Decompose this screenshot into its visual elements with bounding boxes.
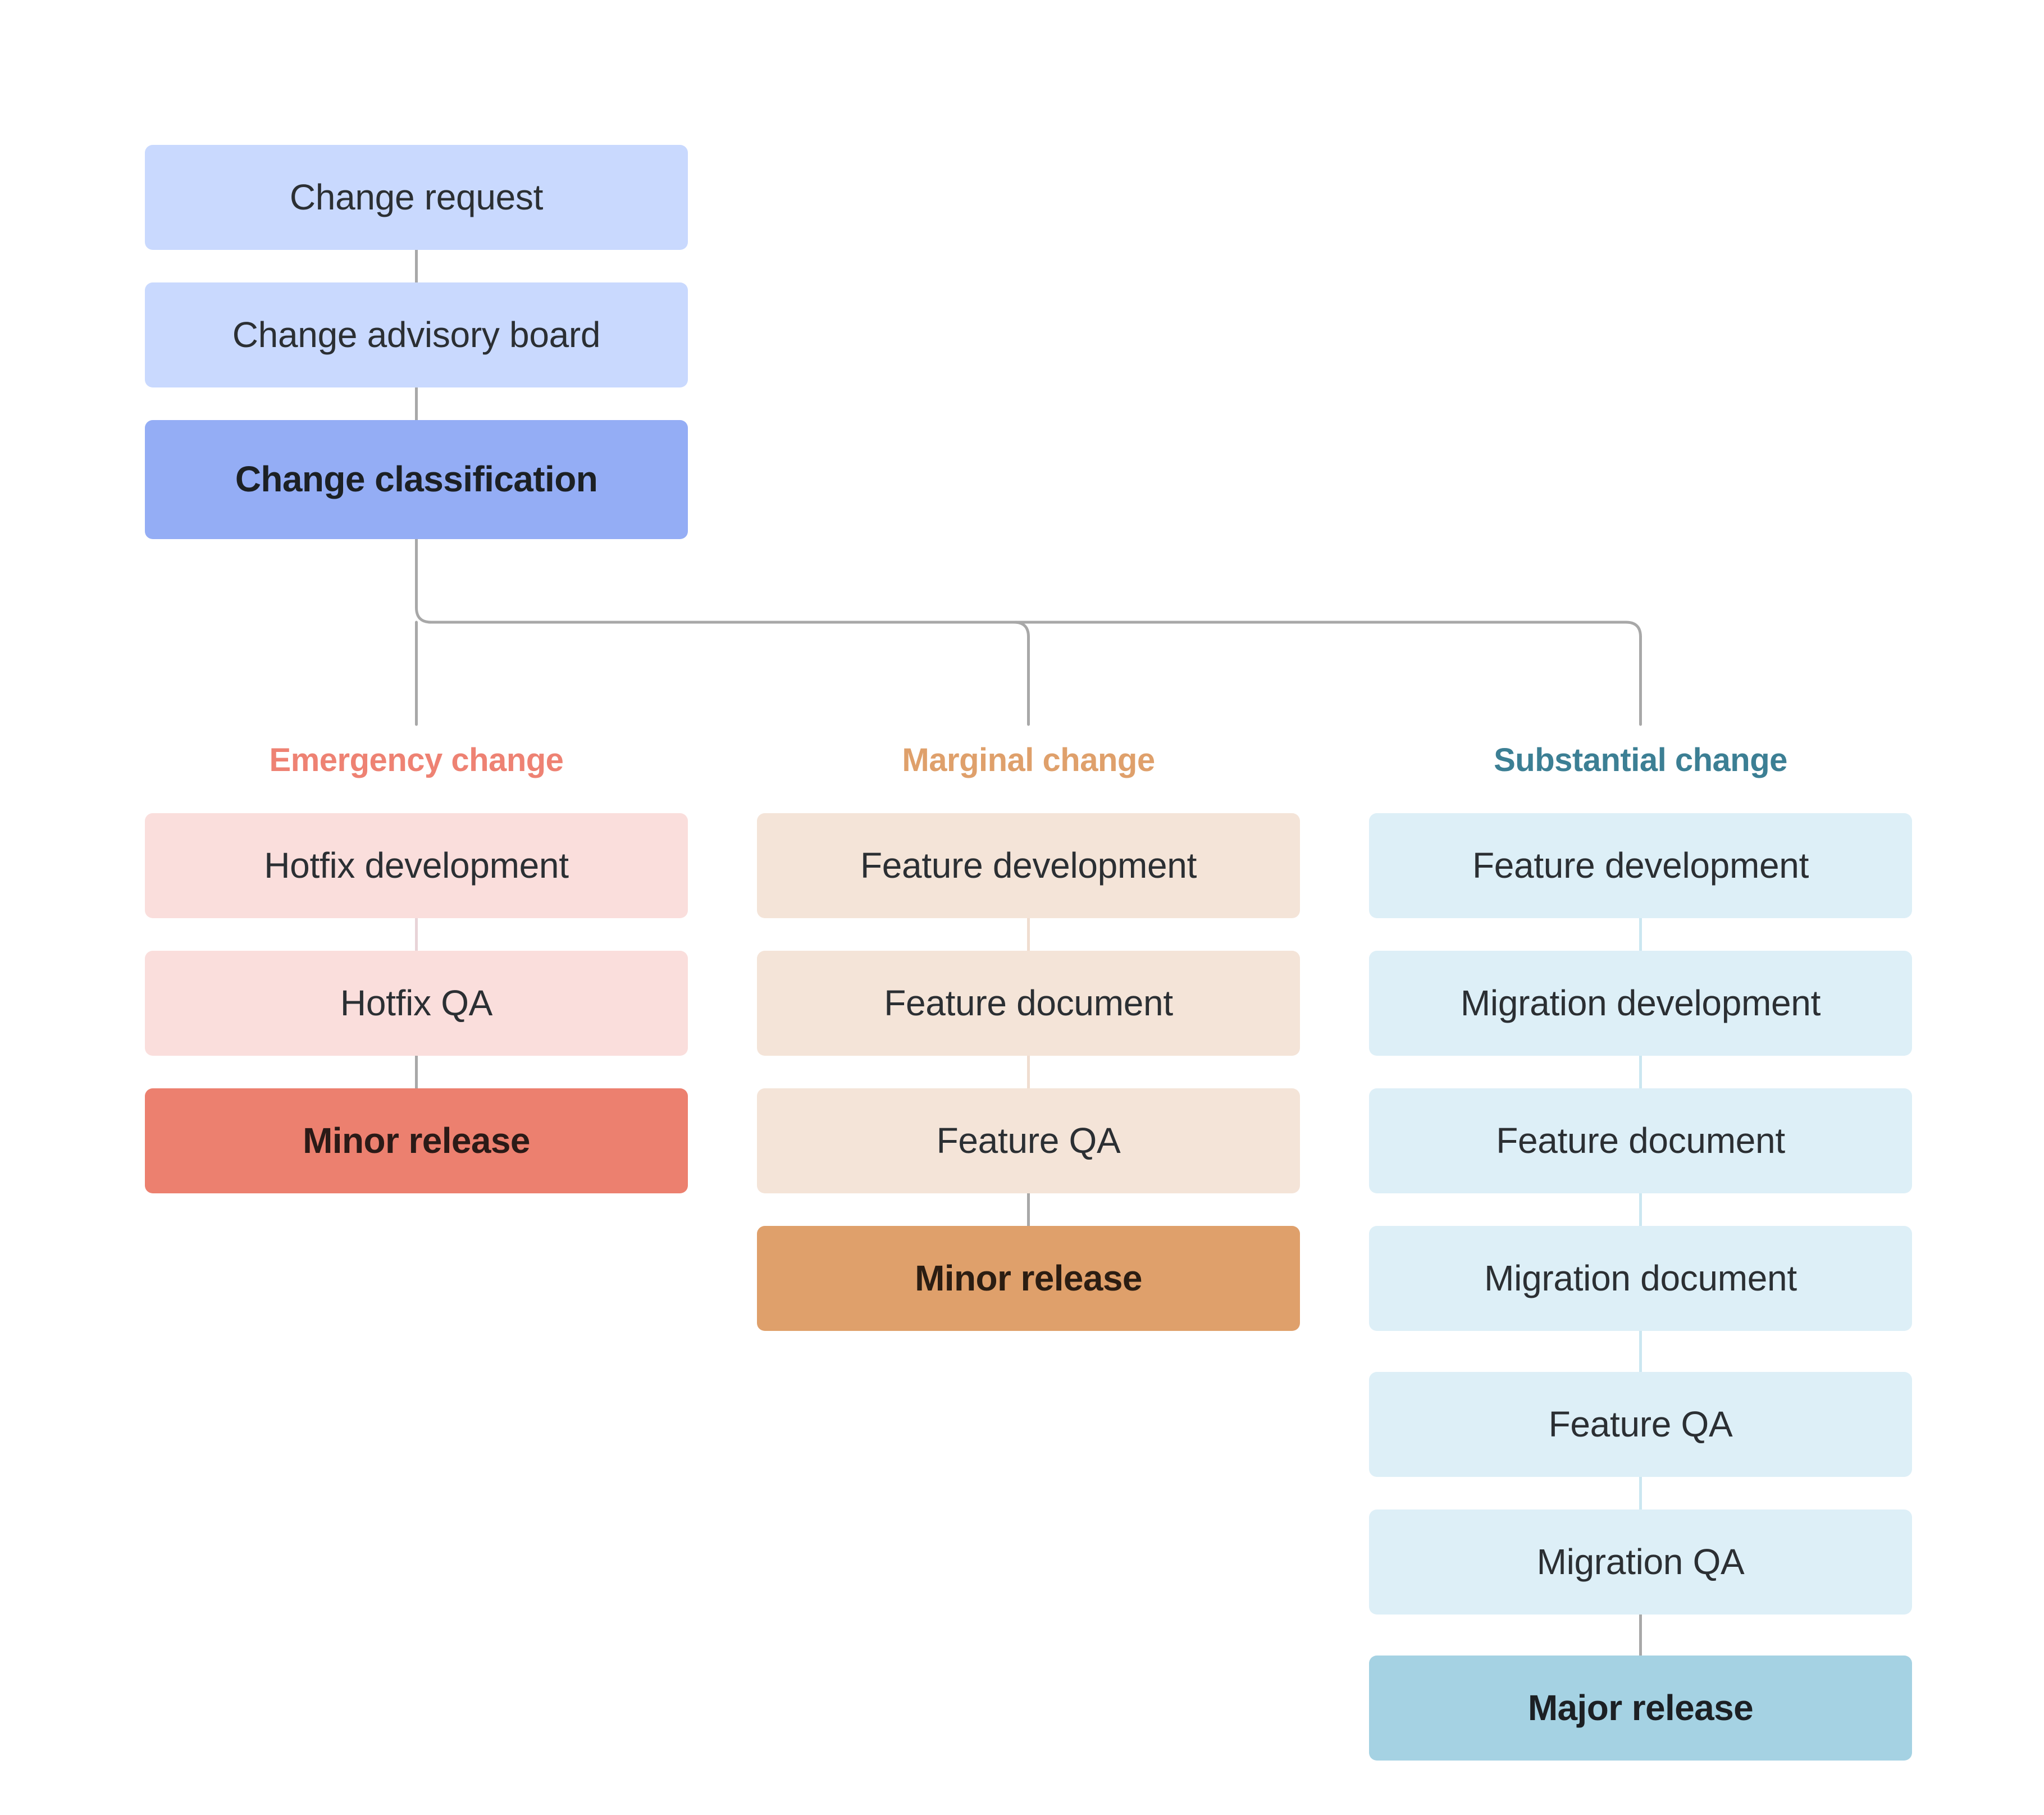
node-label-change-advisory-board: Change advisory board (232, 314, 601, 355)
node-major-release[interactable]: Major release (1369, 1656, 1912, 1761)
node-feature-qa-marginal[interactable]: Feature QA (757, 1088, 1300, 1193)
node-minor-release-emergency[interactable]: Minor release (145, 1088, 688, 1193)
node-feature-qa-substantial[interactable]: Feature QA (1369, 1372, 1912, 1477)
node-label-change-classification: Change classification (235, 459, 598, 500)
node-label-change-request: Change request (289, 176, 544, 217)
branch-drop-marginal-change (1012, 621, 1030, 726)
node-change-request[interactable]: Change request (145, 145, 688, 250)
branch-header-label-marginal-change: Marginal change (902, 741, 1155, 778)
node-feature-development-substantial[interactable]: Feature development (1369, 813, 1912, 918)
node-label-feature-development-substantial: Feature development (1472, 845, 1809, 886)
node-label-feature-qa-substantial: Feature QA (1548, 1403, 1733, 1444)
branch-header-substantial-change: Substantial change (1369, 735, 1912, 785)
node-label-minor-release-emergency: Minor release (303, 1120, 530, 1161)
branch-header-label-emergency-change: Emergency change (269, 741, 564, 778)
node-label-migration-document: Migration document (1484, 1257, 1797, 1298)
branch-bus-stem (415, 537, 432, 624)
node-migration-qa[interactable]: Migration QA (1369, 1510, 1912, 1615)
node-label-hotfix-development: Hotfix development (264, 845, 569, 886)
branch-bus (430, 621, 1642, 639)
node-label-feature-document-substantial: Feature document (1496, 1120, 1785, 1161)
node-label-feature-development-marginal: Feature development (860, 845, 1197, 886)
branch-header-emergency-change: Emergency change (145, 735, 688, 785)
branch-header-marginal-change: Marginal change (757, 735, 1300, 785)
node-change-advisory-board[interactable]: Change advisory board (145, 282, 688, 387)
node-label-major-release: Major release (1527, 1687, 1754, 1728)
node-label-feature-document-marginal: Feature document (884, 982, 1173, 1023)
node-feature-document-substantial[interactable]: Feature document (1369, 1088, 1912, 1193)
node-label-feature-qa-marginal: Feature QA (936, 1120, 1121, 1161)
node-migration-development[interactable]: Migration development (1369, 951, 1912, 1056)
node-label-minor-release-marginal: Minor release (915, 1257, 1142, 1298)
node-feature-document-marginal[interactable]: Feature document (757, 951, 1300, 1056)
branch-header-label-substantial-change: Substantial change (1494, 741, 1787, 778)
node-minor-release-marginal[interactable]: Minor release (757, 1226, 1300, 1331)
node-change-classification[interactable]: Change classification (145, 420, 688, 539)
node-feature-development-marginal[interactable]: Feature development (757, 813, 1300, 918)
node-migration-document[interactable]: Migration document (1369, 1226, 1912, 1331)
node-hotfix-development[interactable]: Hotfix development (145, 813, 688, 918)
node-label-migration-development: Migration development (1460, 982, 1821, 1023)
node-label-hotfix-qa: Hotfix QA (340, 982, 493, 1023)
node-label-migration-qa: Migration QA (1536, 1541, 1745, 1582)
node-hotfix-qa[interactable]: Hotfix QA (145, 951, 688, 1056)
